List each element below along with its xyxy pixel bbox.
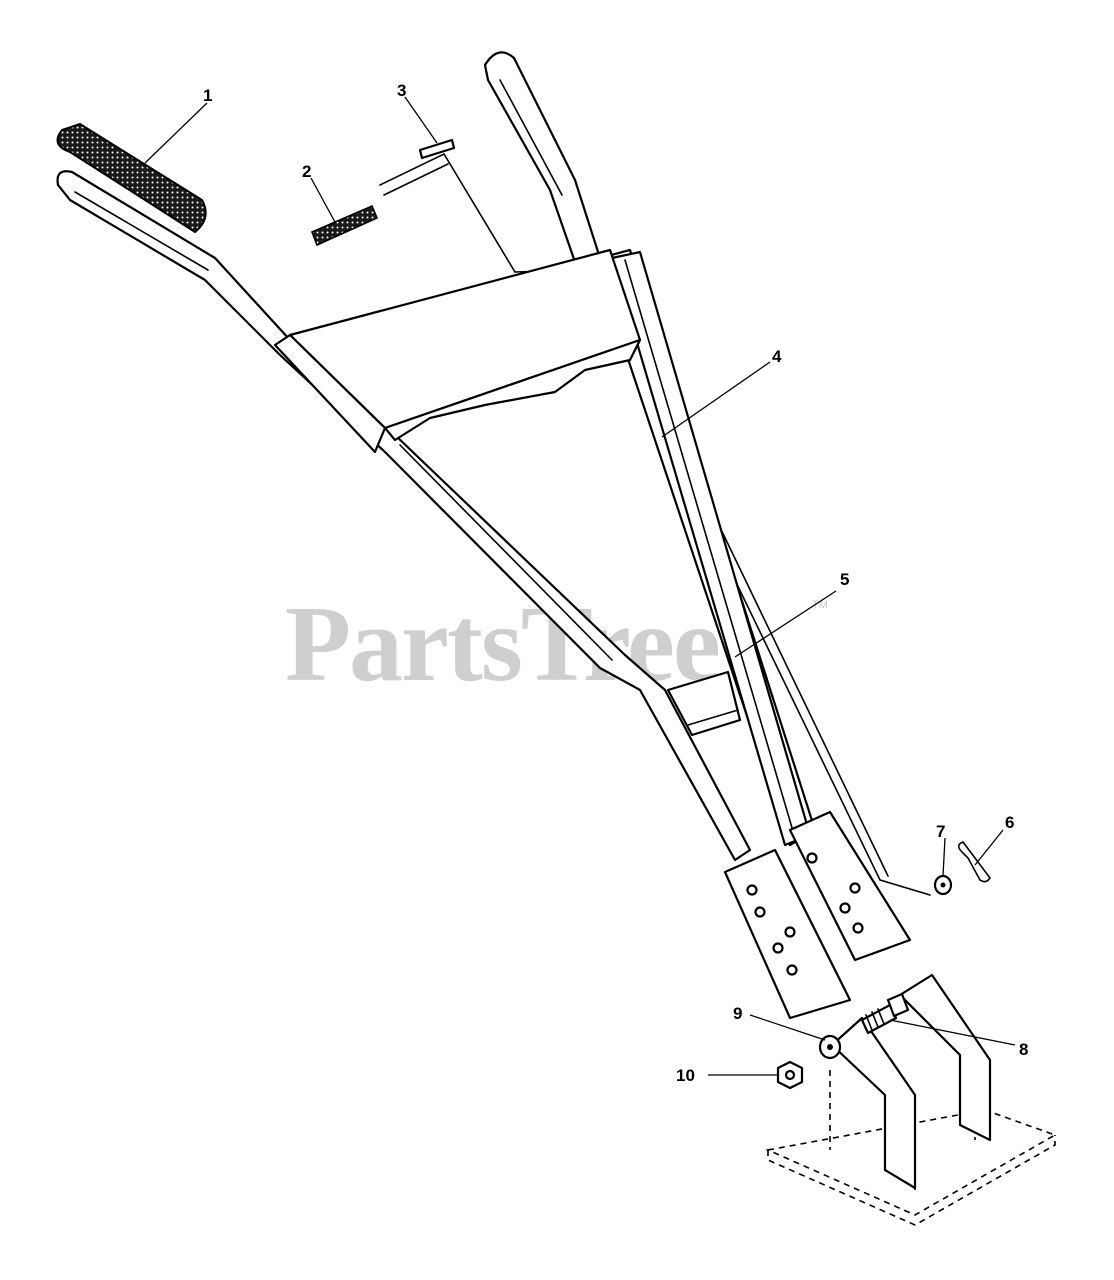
left-lower-plate	[723, 848, 852, 1020]
callout-5: 5	[840, 570, 849, 589]
callout-1: 1	[203, 86, 212, 105]
callout-2: 2	[302, 162, 311, 181]
right-lower-plate	[788, 810, 912, 962]
part-10-nut	[776, 1060, 804, 1090]
callout-labels: 1 2 3 4 5 6 7 8 9 10	[203, 81, 1028, 1085]
center-brace	[610, 250, 812, 847]
lower-clamp	[666, 670, 742, 737]
mounting-base	[765, 973, 1057, 1226]
part-2-rod-grip	[310, 204, 379, 247]
callout-3: 3	[397, 81, 406, 100]
part-3-pin	[418, 138, 456, 160]
part-8-bolt	[860, 992, 910, 1035]
callout-8: 8	[1019, 1040, 1028, 1059]
callout-7: 7	[936, 822, 945, 841]
callout-10: 10	[676, 1066, 695, 1085]
part-7-washer	[933, 874, 953, 896]
part-6-hairpin-clip	[957, 841, 991, 883]
callout-9: 9	[733, 1004, 742, 1023]
part-9-washer	[818, 1034, 842, 1060]
part-1-hand-grip	[56, 122, 207, 234]
callout-4: 4	[772, 347, 782, 366]
callout-6: 6	[1005, 813, 1014, 832]
leader-lines	[144, 96, 1016, 1076]
watermark-trademark: TM	[812, 599, 828, 611]
cross-bracket	[273, 248, 642, 454]
